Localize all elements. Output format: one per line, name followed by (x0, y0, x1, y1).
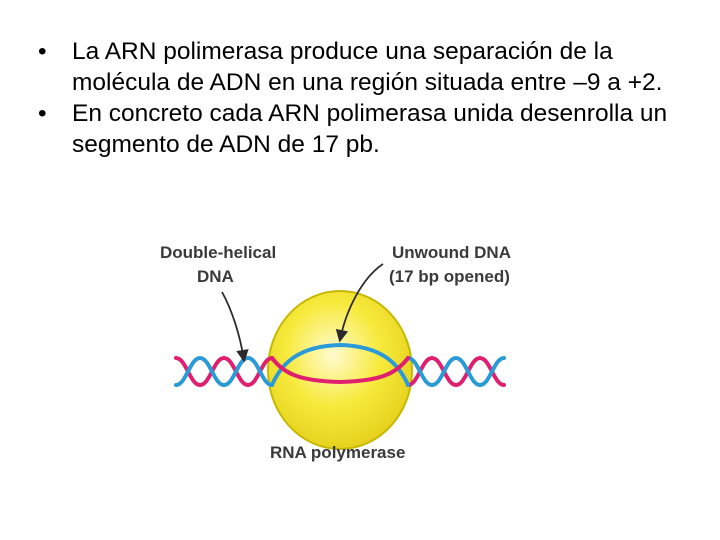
bullet-item-1: • La ARN polimerasa produce una separaci… (32, 36, 692, 98)
bullet-marker: • (38, 38, 47, 65)
left-helix-strand-blue (174, 355, 274, 388)
rna-polymerase-label: RNA polymerase (270, 443, 405, 462)
double-helical-label-line2: DNA (197, 267, 234, 286)
left-helix-strand-pink (174, 355, 274, 388)
unwound-label-line2: (17 bp opened) (389, 267, 510, 286)
bullet-list: • La ARN polimerasa produce una separaci… (32, 36, 692, 160)
bullet-text-2: En concreto cada ARN polimerasa unida de… (72, 100, 668, 158)
bullet-item-2: • En concreto cada ARN polimerasa unida … (32, 98, 692, 160)
bullet-marker: • (38, 100, 47, 127)
rna-polymerase-body (267, 290, 413, 450)
right-helix-strand-pink (406, 355, 506, 388)
unwound-arrow (335, 263, 384, 343)
double-helical-label-line1: Double-helical (160, 243, 276, 262)
right-helix-strand-blue (406, 355, 506, 388)
bullet-text-1: La ARN polimerasa produce una separación… (72, 38, 663, 96)
unwound-strand-blue (270, 342, 410, 387)
unwound-label-line1: Unwound DNA (392, 243, 511, 262)
double-helical-arrow (221, 291, 249, 363)
unwound-strand-pink (270, 356, 410, 385)
